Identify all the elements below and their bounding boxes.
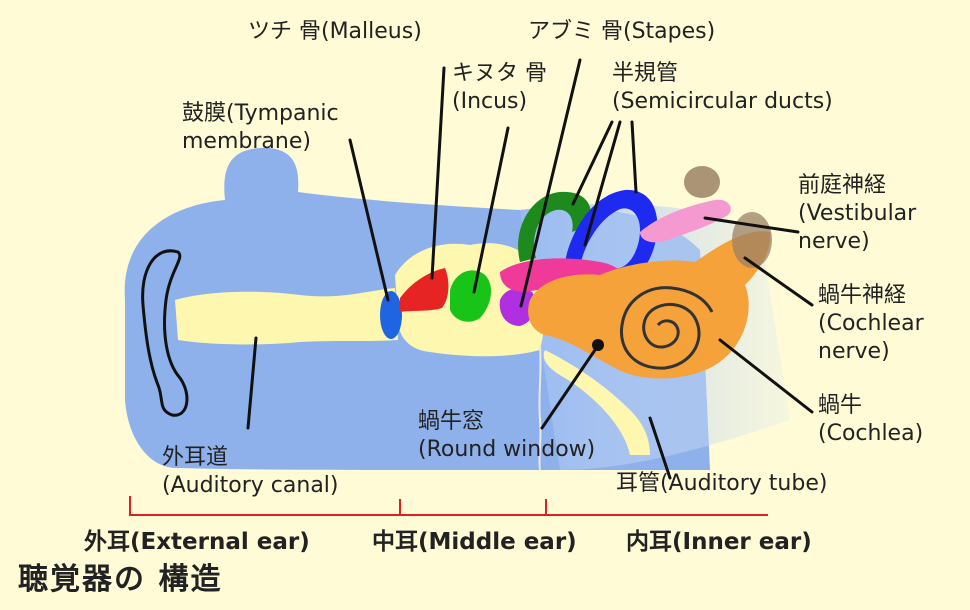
auditory-canal-shape <box>175 288 398 344</box>
label-tympanic-membrane: 鼓膜(Tympanic membrane) <box>182 100 339 156</box>
label-malleus: ツチ 骨(Malleus) <box>248 18 422 46</box>
label-cochlear-nerve: 蝸牛神経 (Cochlear nerve) <box>818 282 924 366</box>
section-middle-ear: 中耳(Middle ear) <box>372 528 577 556</box>
label-incus: キヌタ 骨 (Incus) <box>452 60 547 116</box>
section-external-ear: 外耳(External ear) <box>84 528 310 556</box>
label-semicircular-ducts: 半規管 (Semicircular ducts) <box>612 60 833 116</box>
label-round-window: 蝸牛窓 (Round window) <box>418 408 595 464</box>
nerve-root-lower <box>732 212 772 268</box>
label-auditory-canal: 外耳道 (Auditory canal) <box>162 444 339 500</box>
diagram-caption: 聴覚器の 構造 <box>18 566 222 594</box>
label-stapes: アブミ 骨(Stapes) <box>528 18 715 46</box>
eardrum-shape <box>380 291 402 339</box>
section-inner-ear: 内耳(Inner ear) <box>626 528 812 556</box>
nerve-root-upper <box>684 166 720 198</box>
label-vestibular-nerve: 前庭神経 (Vestibular nerve) <box>798 172 916 256</box>
label-cochlea: 蝸牛 (Cochlea) <box>818 392 923 448</box>
label-auditory-tube: 耳管(Auditory tube) <box>616 470 827 498</box>
